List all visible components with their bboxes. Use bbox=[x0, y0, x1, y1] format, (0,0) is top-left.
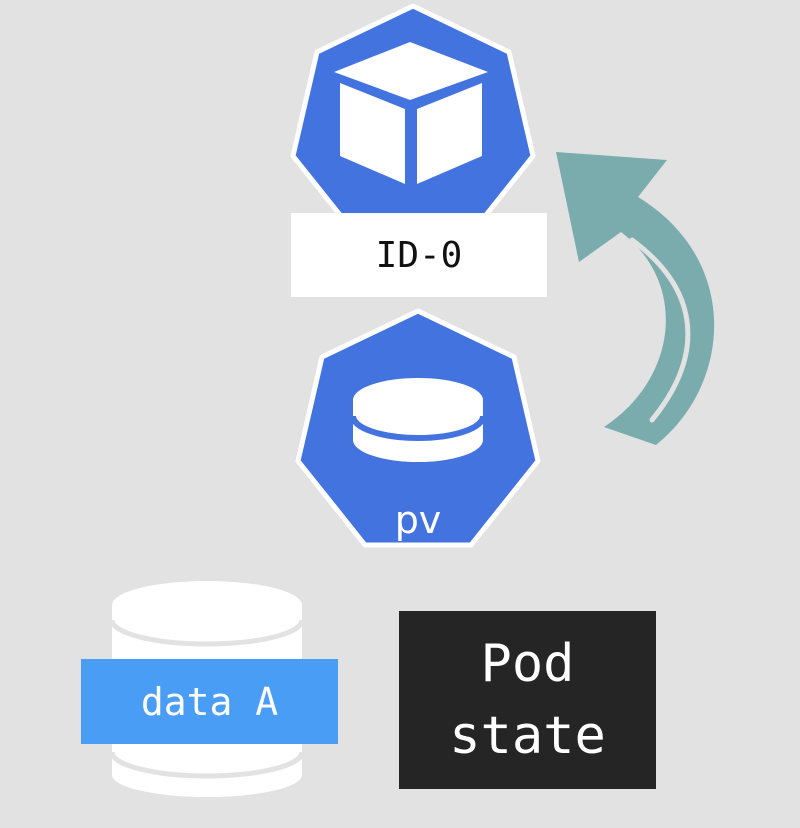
cube-icon bbox=[334, 42, 488, 184]
pod-heptagon bbox=[290, 3, 536, 243]
pv-label: pv bbox=[394, 498, 442, 542]
pod-state-box: Pod state bbox=[399, 611, 656, 789]
pod-state-line2: state bbox=[449, 706, 606, 766]
curved-arrow-icon bbox=[556, 152, 715, 445]
pod-node bbox=[290, 3, 536, 243]
disk-icon bbox=[350, 378, 486, 462]
pv-node bbox=[295, 308, 541, 548]
pod-id-label: ID-0 bbox=[291, 213, 547, 297]
data-store-label: data A bbox=[81, 659, 338, 744]
pod-state-line1: Pod bbox=[480, 634, 575, 694]
